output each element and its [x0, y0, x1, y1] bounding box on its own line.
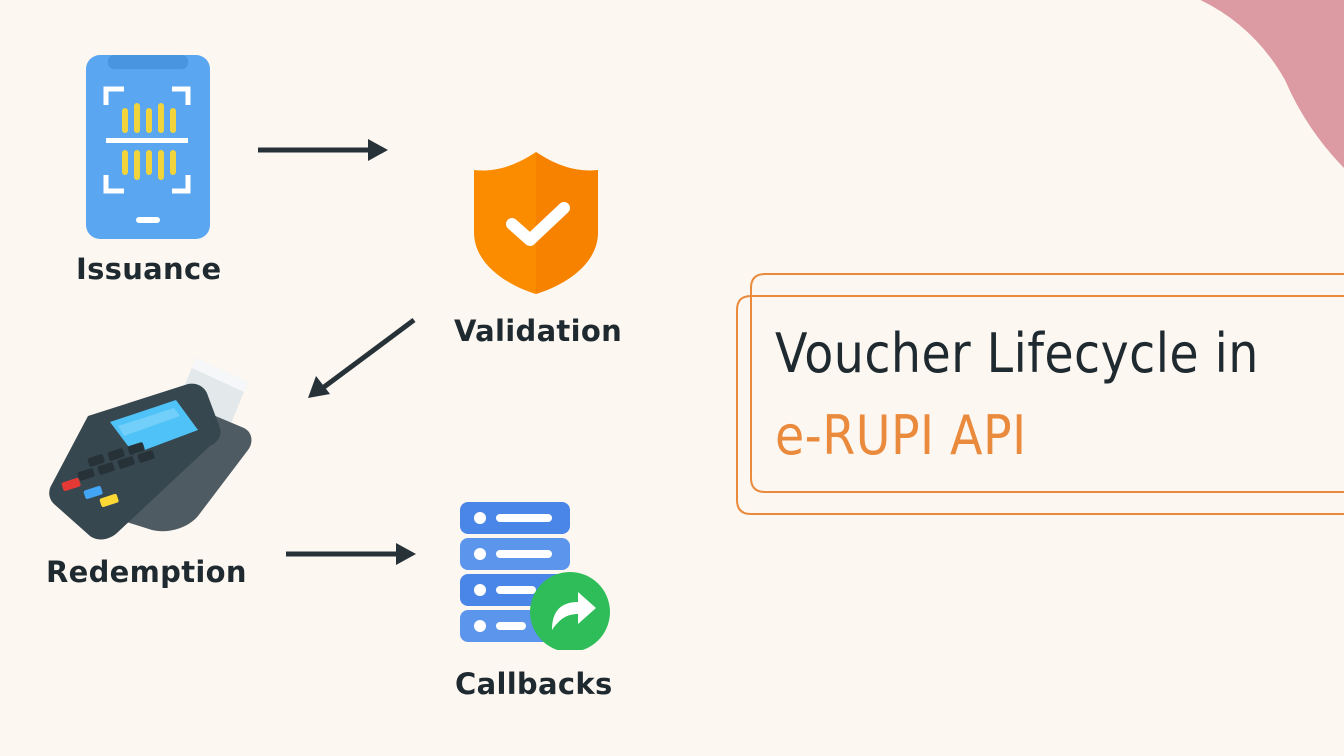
corner-blob-shape [1200, 0, 1344, 169]
arrow-validation-to-redemption [308, 317, 416, 398]
step-label-validation: Validation [454, 314, 623, 348]
pos-terminal-icon [49, 358, 252, 540]
arrow-issuance-to-validation [258, 139, 388, 161]
diagram-title-line1: Voucher Lifecycle in [775, 322, 1259, 385]
server-callback-icon [460, 502, 610, 650]
phone-scan-icon [86, 55, 210, 239]
step-label-redemption: Redemption [46, 555, 247, 589]
step-label-callbacks: Callbacks [455, 667, 613, 701]
shield-check-icon [474, 152, 598, 294]
arrow-redemption-to-callbacks [286, 543, 416, 565]
diagram-title-line2: e-RUPI API [775, 404, 1027, 467]
step-label-issuance: Issuance [76, 252, 222, 286]
title-frame [736, 273, 1344, 515]
